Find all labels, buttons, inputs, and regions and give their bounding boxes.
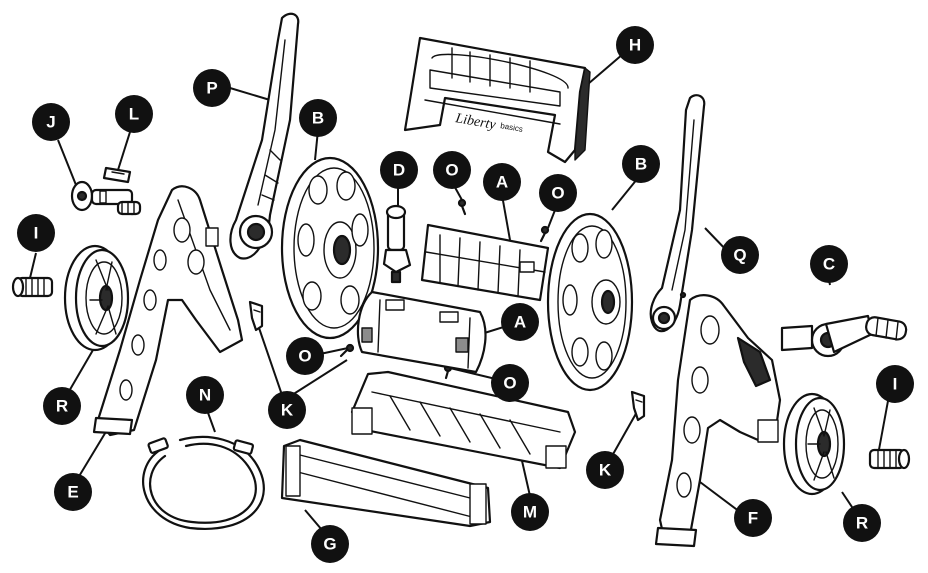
label-k-right: K [586, 451, 624, 489]
svg-text:I: I [34, 224, 39, 243]
svg-text:N: N [199, 386, 211, 405]
left-reel-disc-part-b [280, 156, 380, 340]
svg-text:K: K [599, 461, 612, 480]
left-guide-clip-part-k [248, 300, 264, 332]
label-i-right: I [876, 365, 914, 403]
svg-text:O: O [503, 374, 516, 393]
label-a-top: A [483, 163, 521, 201]
svg-text:O: O [298, 347, 311, 366]
label-k-left: K [268, 391, 306, 429]
svg-text:O: O [445, 161, 458, 180]
screw-part-o-1 [457, 198, 467, 216]
left-wheel-part-r [63, 244, 130, 352]
svg-text:A: A [496, 173, 508, 192]
crank-part-c [780, 314, 908, 358]
label-q: Q [721, 236, 759, 274]
label-g: G [311, 525, 349, 563]
left-wheel-cap-part-i [11, 276, 54, 298]
screw-part-o-2 [539, 225, 550, 243]
svg-text:A: A [514, 313, 526, 332]
label-r-left: R [43, 387, 81, 425]
label-o-bottom-left: O [286, 337, 324, 375]
label-m: M [511, 493, 549, 531]
label-d: D [380, 151, 418, 189]
clip-part-l [102, 166, 132, 184]
svg-text:R: R [856, 514, 868, 533]
svg-text:B: B [312, 109, 324, 128]
svg-text:G: G [323, 535, 336, 554]
right-reel-disc-part-b [546, 212, 634, 392]
svg-text:C: C [823, 255, 835, 274]
svg-text:P: P [206, 79, 217, 98]
svg-text:Q: Q [733, 246, 746, 265]
brand-subline: basics [500, 121, 524, 134]
brand-name: Liberty [453, 111, 497, 133]
base-tray-part-g [280, 438, 492, 528]
label-a-bottom: A [501, 303, 539, 341]
drum-half-lower-part-a [356, 290, 487, 374]
svg-text:H: H [629, 36, 641, 55]
svg-text:I: I [893, 375, 898, 394]
label-i-left: I [17, 214, 55, 252]
right-arm-part-q [649, 94, 706, 333]
right-wheel-cap-part-i [868, 448, 911, 470]
svg-text:K: K [281, 401, 294, 420]
leader-hose-part-n [142, 435, 265, 530]
label-n: N [186, 376, 224, 414]
label-j: J [32, 103, 70, 141]
svg-text:F: F [748, 509, 758, 528]
label-o-bottom-right: O [491, 364, 529, 402]
right-frame-part-f [654, 294, 782, 548]
svg-text:J: J [46, 113, 55, 132]
hose-guide-part-m [350, 370, 577, 470]
label-r-right: R [843, 504, 881, 542]
label-f: F [734, 499, 772, 537]
label-b-right: B [622, 145, 660, 183]
label-o-top-left: O [433, 151, 471, 189]
label-h: H [616, 26, 654, 64]
handle-part-h: Liberty basics [403, 36, 591, 164]
svg-text:D: D [393, 161, 405, 180]
label-l: L [115, 95, 153, 133]
label-e: E [54, 473, 92, 511]
svg-text:B: B [635, 155, 647, 174]
label-o-top-right: O [539, 174, 577, 212]
axle-part-j [70, 180, 142, 216]
left-arm-part-p [229, 12, 300, 260]
right-wheel-part-r [782, 392, 846, 496]
svg-text:E: E [67, 483, 78, 502]
label-p: P [193, 69, 231, 107]
right-guide-clip-part-k [630, 390, 646, 422]
svg-text:L: L [129, 105, 139, 124]
svg-text:R: R [56, 397, 68, 416]
hose-connector-part-d [382, 204, 412, 284]
label-b-left: B [299, 99, 337, 137]
drum-half-upper-part-a [420, 223, 550, 302]
svg-text:M: M [523, 503, 537, 522]
svg-text:O: O [551, 184, 564, 203]
left-frame-part-e [92, 185, 244, 437]
label-c: C [810, 245, 848, 283]
screw-part-o-3 [339, 343, 355, 358]
